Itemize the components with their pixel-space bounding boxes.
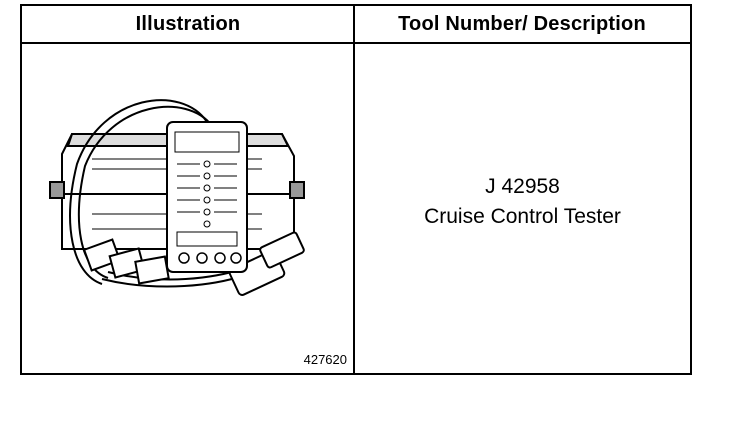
column-divider (353, 6, 355, 373)
tool-table: Illustration Tool Number/ Description (20, 4, 692, 375)
figure-id: 427620 (303, 352, 347, 367)
illustration-cell: 427620 (22, 44, 353, 373)
header-illustration: Illustration (22, 6, 354, 44)
tool-description: Cruise Control Tester (424, 204, 621, 228)
tool-number: J 42958 (485, 174, 560, 198)
harness-connectors (82, 231, 305, 296)
tester-unit (166, 121, 248, 273)
header-tool-description: Tool Number/ Description (354, 6, 690, 44)
tester-illustration (49, 99, 305, 296)
tool-description-cell: J 42958 Cruise Control Tester (355, 44, 690, 373)
